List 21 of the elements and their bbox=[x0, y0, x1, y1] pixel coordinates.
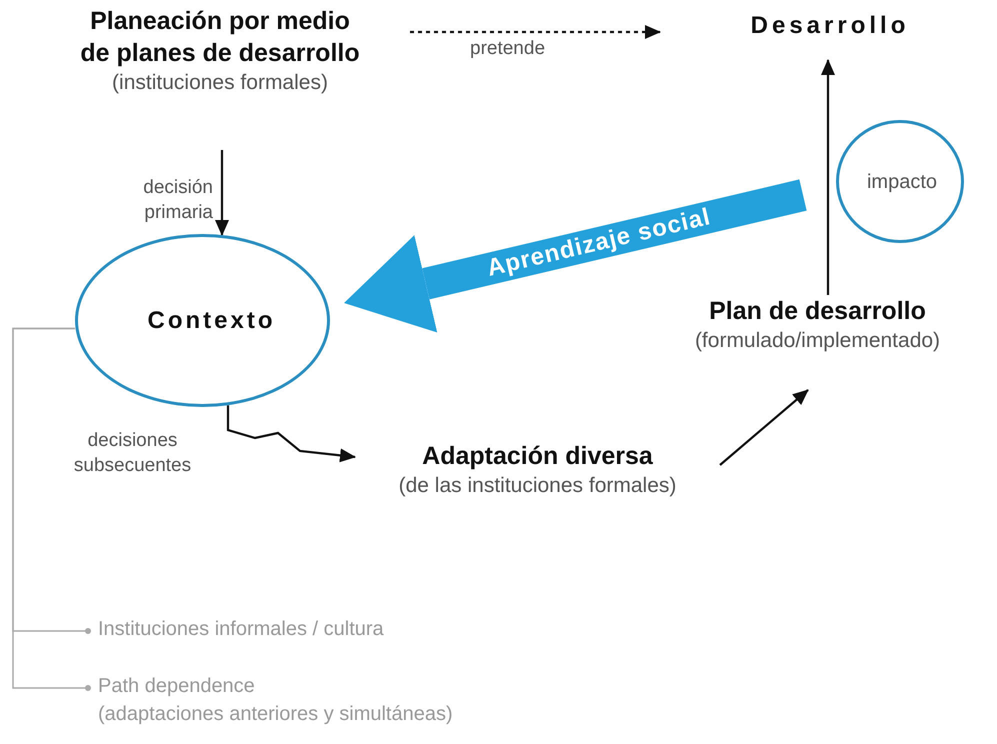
large-arrow bbox=[344, 179, 807, 332]
planning-heading: Planeación por medio de planes de desarrollo bbox=[79, 6, 361, 69]
development-heading: Desarrollo bbox=[750, 11, 910, 41]
note-heading: Path dependence bbox=[97, 674, 255, 699]
plan-subtitle: (formulado/implementado) bbox=[694, 328, 940, 354]
adaptation-heading: Adaptación diversa bbox=[422, 441, 653, 472]
context-ellipse bbox=[75, 234, 330, 407]
note-subtitle: (adaptaciones anteriores y simultáneas) bbox=[97, 702, 453, 727]
arrow bbox=[821, 59, 835, 295]
bracket-line bbox=[12, 328, 91, 691]
note-text: Instituciones informales / cultura bbox=[97, 617, 384, 642]
adaptation-subtitle: (de las instituciones formales) bbox=[398, 473, 676, 499]
context-label: Contexto bbox=[148, 306, 276, 336]
plan-heading: Plan de desarrollo bbox=[709, 296, 926, 327]
planning-subtitle: (instituciones formales) bbox=[112, 70, 328, 96]
impact-label: impacto bbox=[866, 170, 938, 194]
arrow bbox=[410, 25, 661, 39]
impact-circle bbox=[836, 120, 964, 243]
arrow bbox=[215, 150, 229, 236]
arrow bbox=[226, 405, 356, 462]
arrow bbox=[719, 389, 809, 466]
